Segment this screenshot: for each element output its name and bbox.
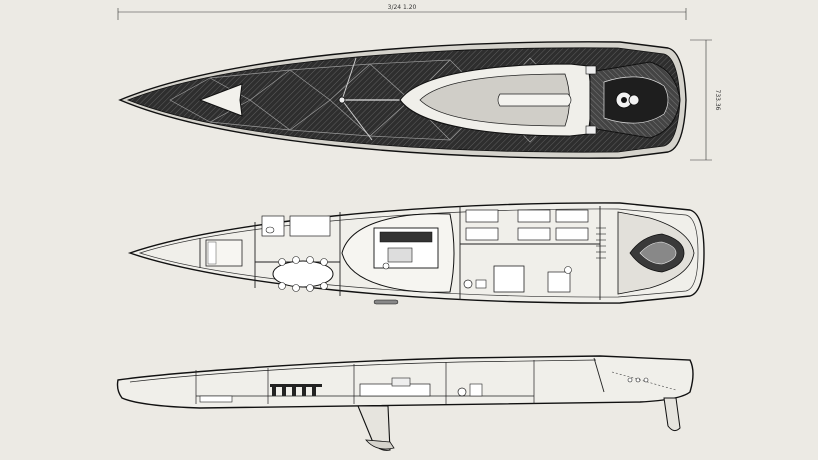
profile-tv: [391, 377, 411, 387]
overall-length-label: 3/24 1.20: [388, 4, 417, 11]
keel-bulb: [365, 439, 395, 450]
profile-companionway: [593, 357, 605, 393]
toilet-icon: [265, 226, 275, 234]
saloon-cushions: [379, 231, 433, 243]
winch-starboard-icon: [585, 125, 597, 135]
guest-cabin-bunks: [465, 209, 589, 241]
profile-cockpit-line: [611, 371, 677, 391]
skylight: [497, 93, 572, 107]
gangway-icon: [373, 299, 399, 305]
profile-portholes: [627, 377, 649, 383]
rudder: [663, 397, 681, 432]
aft-cabin-bed: [493, 265, 525, 293]
overall-length-dimension: 3/24 1.20: [117, 4, 687, 20]
nav-seat-icon: [463, 279, 473, 289]
winch-port-icon: [585, 65, 597, 75]
helm-seat-icon: [628, 94, 640, 106]
aft-head: [547, 271, 571, 293]
shroud-line-starboard: [341, 99, 373, 141]
sheer-line: [129, 359, 597, 383]
forward-head: [261, 215, 285, 237]
forward-hatch: [198, 83, 243, 117]
washbasin-icon: [564, 266, 572, 274]
beam-label: 733.36: [714, 90, 721, 111]
profile-nav-desk: [469, 383, 483, 397]
galley-counter: [289, 215, 331, 237]
dining-table: [272, 260, 334, 288]
coffee-table: [387, 247, 413, 263]
beam-dimension: 733.36: [690, 39, 721, 161]
shroud-line-port: [341, 57, 357, 101]
profile-nav-seat-icon: [457, 387, 467, 397]
profile-dining-table: [270, 384, 322, 387]
profile-berth: [199, 395, 233, 403]
side-profile-view: [116, 355, 694, 451]
companionway-stairs: [596, 227, 606, 259]
profile-dining-chairs: [272, 386, 316, 396]
mast-step: [338, 96, 346, 104]
dining-chairs: [278, 256, 328, 292]
deck-plan-view: [118, 41, 687, 159]
nav-station: [475, 279, 487, 289]
interior-plan-view: [127, 202, 705, 305]
